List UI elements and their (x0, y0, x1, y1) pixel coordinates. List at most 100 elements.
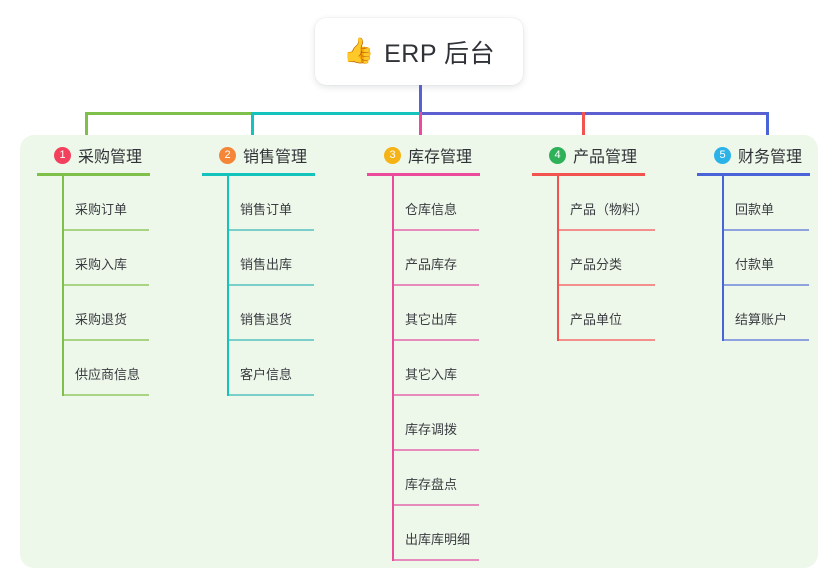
leaf-item[interactable]: 销售退货 (229, 286, 315, 341)
root-stem-connector (419, 85, 422, 113)
leaf-item-underline (394, 284, 479, 286)
leaf-item-underline (64, 394, 149, 396)
leaf-item-label: 结算账户 (735, 312, 788, 327)
leaf-item-underline (394, 504, 479, 506)
leaf-item-underline (559, 339, 655, 341)
leaf-item-underline (229, 394, 314, 396)
branch-items-4: 产品（物料） 产品分类产品单位 (532, 176, 655, 341)
leaf-item-label: 采购入库 (75, 257, 128, 272)
leaf-item-label: 库存调拨 (405, 422, 458, 437)
bus-segment-1 (85, 112, 253, 115)
leaf-item-label: 销售订单 (240, 202, 293, 217)
leaf-item-underline (64, 284, 149, 286)
root-node[interactable]: 👍 ERP 后台 (315, 18, 523, 85)
branch-title-4: 产品管理 (573, 149, 638, 166)
leaf-item-label: 销售退货 (240, 312, 293, 327)
leaf-item[interactable]: 产品单位 (559, 286, 655, 341)
leaf-item-label: 其它入库 (405, 367, 458, 382)
leaf-item-label: 供应商信息 (75, 367, 141, 382)
leaf-item-label: 库存盘点 (405, 477, 458, 492)
branch-underline-4 (532, 173, 645, 176)
leaf-item[interactable]: 库存盘点 (394, 451, 480, 506)
leaf-item-label: 回款单 (735, 202, 775, 217)
leaf-item-underline (64, 229, 149, 231)
leaf-item-underline (394, 559, 479, 561)
leaf-item[interactable]: 仓库信息 (394, 176, 480, 231)
leaf-item[interactable]: 采购订单 (64, 176, 150, 231)
leaf-item-label: 产品（物料） (570, 202, 649, 217)
leaf-item[interactable]: 销售订单 (229, 176, 315, 231)
leaf-item-label: 出库库明细 (405, 532, 471, 547)
branches-panel (20, 135, 818, 568)
branch-spine-1 (62, 176, 64, 396)
leaf-item-label: 付款单 (735, 257, 775, 272)
leaf-item-underline (229, 229, 314, 231)
branch-items-3: 仓库信息产品库存其它出库其它入库库存调拨库存盘点出库库明细 (367, 176, 480, 561)
leaf-item-underline (559, 284, 655, 286)
leaf-item-underline (724, 284, 809, 286)
leaf-item-label: 采购订单 (75, 202, 128, 217)
leaf-item-label: 销售出库 (240, 257, 293, 272)
leaf-item-label: 仓库信息 (405, 202, 458, 217)
leaf-item[interactable]: 客户信息 (229, 341, 315, 396)
leaf-item-underline (394, 394, 479, 396)
bus-segment-2 (251, 112, 420, 115)
branch-column-4: 4 产品管理产品（物料） 产品分类产品单位 (532, 143, 655, 341)
leaf-item-underline (724, 229, 809, 231)
branch-spine-2 (227, 176, 229, 396)
branch-spine-4 (557, 176, 559, 341)
branch-header-4[interactable]: 4 产品管理 (532, 143, 645, 167)
branch-column-5: 5 财务管理回款单付款单结算账户 (697, 143, 810, 341)
leaf-item[interactable]: 出库库明细 (394, 506, 480, 561)
leaf-item[interactable]: 产品分类 (559, 231, 655, 286)
branch-title-1: 采购管理 (78, 149, 143, 166)
leaf-item-underline (724, 339, 809, 341)
thumbs-up-icon: 👍 (342, 37, 375, 65)
leaf-item-underline (229, 339, 314, 341)
leaf-item[interactable]: 回款单 (724, 176, 810, 231)
leaf-item[interactable]: 采购入库 (64, 231, 150, 286)
leaf-item-label: 其它出库 (405, 312, 458, 327)
branch-title-5: 财务管理 (738, 149, 803, 166)
branch-spine-5 (722, 176, 724, 341)
branch-title-2: 销售管理 (243, 149, 308, 166)
leaf-item-underline (64, 339, 149, 341)
leaf-item-label: 产品库存 (405, 257, 458, 272)
leaf-item[interactable]: 其它出库 (394, 286, 480, 341)
branch-items-2: 销售订单销售出库销售退货客户信息 (202, 176, 315, 396)
branch-items-1: 采购订单采购入库采购退货供应商信息 (37, 176, 150, 396)
leaf-item-underline (559, 229, 655, 231)
branch-badge-5: 5 (714, 146, 731, 164)
branch-underline-1 (37, 173, 150, 176)
leaf-item[interactable]: 产品（物料） (559, 176, 655, 231)
branch-header-5[interactable]: 5 财务管理 (697, 143, 810, 167)
branch-badge-4: 4 (549, 146, 566, 164)
leaf-item[interactable]: 库存调拨 (394, 396, 480, 451)
branch-spine-3 (392, 176, 394, 561)
leaf-item-label: 产品分类 (570, 257, 623, 272)
branch-underline-5 (697, 173, 810, 176)
leaf-item[interactable]: 采购退货 (64, 286, 150, 341)
leaf-item-label: 客户信息 (240, 367, 293, 382)
root-title: ERP 后台 (384, 39, 496, 68)
branch-items-5: 回款单付款单结算账户 (697, 176, 810, 341)
branch-underline-2 (202, 173, 315, 176)
leaf-item-underline (394, 449, 479, 451)
branch-title-3: 库存管理 (408, 149, 473, 166)
leaf-item[interactable]: 供应商信息 (64, 341, 150, 396)
leaf-item[interactable]: 结算账户 (724, 286, 810, 341)
leaf-item[interactable]: 产品库存 (394, 231, 480, 286)
leaf-item[interactable]: 其它入库 (394, 341, 480, 396)
leaf-item[interactable]: 付款单 (724, 231, 810, 286)
leaf-item-label: 产品单位 (570, 312, 623, 327)
leaf-item[interactable]: 销售出库 (229, 231, 315, 286)
bus-segment-3 (419, 112, 768, 115)
leaf-item-underline (394, 339, 479, 341)
